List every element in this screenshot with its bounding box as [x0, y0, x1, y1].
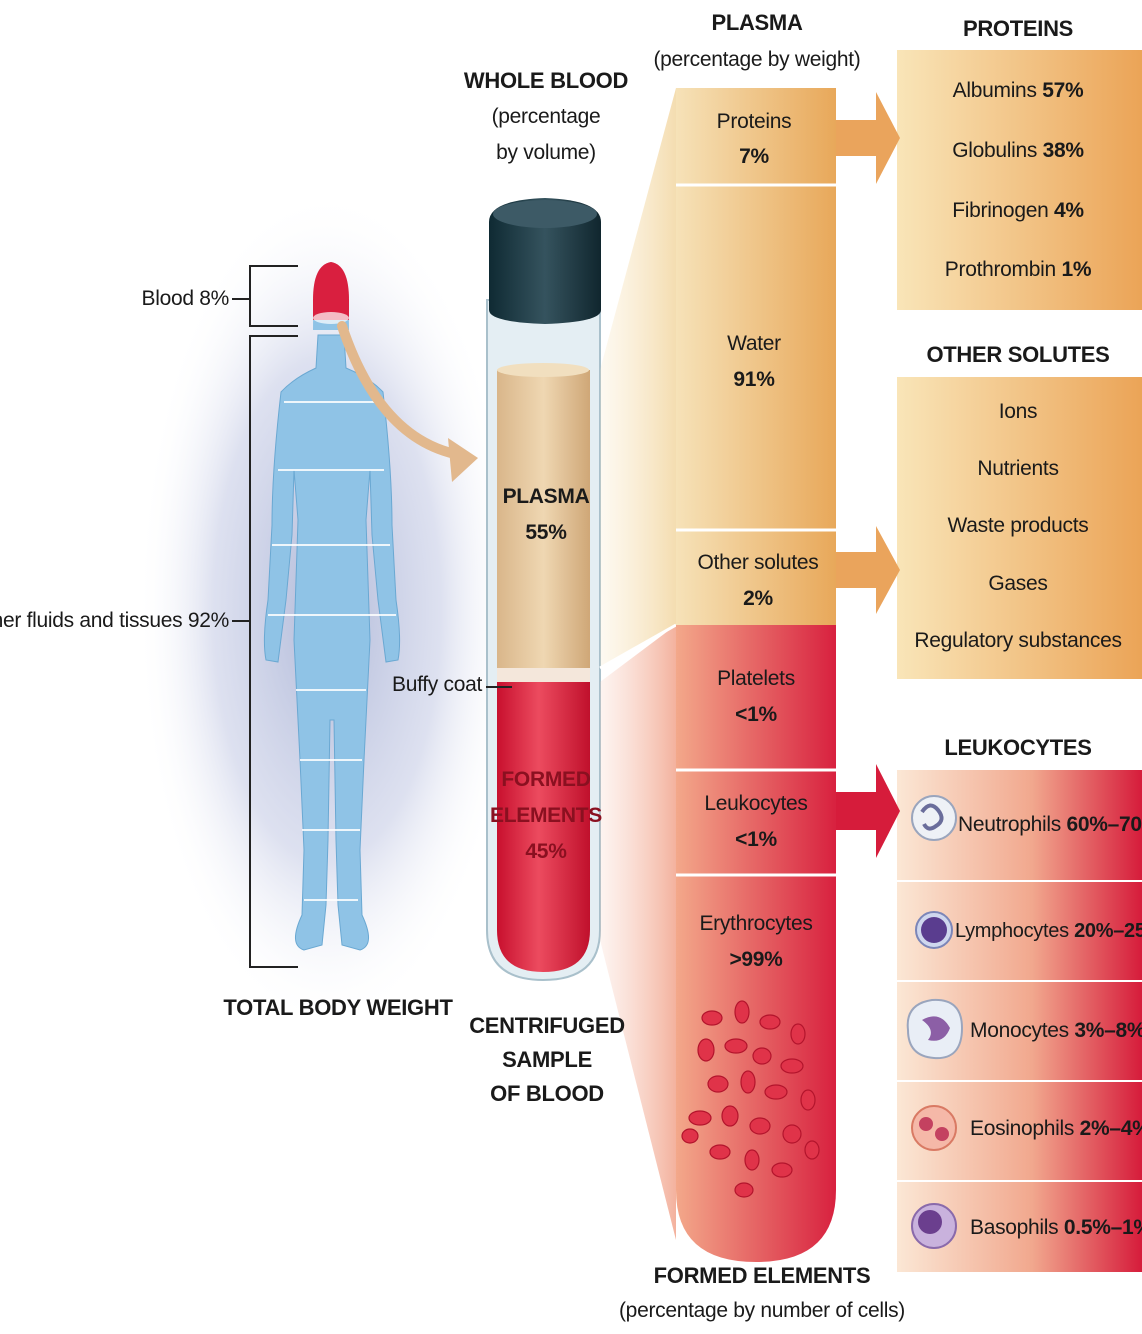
other-solutes-title: OTHER SOLUTES [926, 342, 1109, 368]
formed-platelets-label: Platelets [717, 667, 795, 691]
leukocyte-item-eosinophils: Eosinophils 2%–4% [970, 1117, 1142, 1141]
whole-blood-subtitle-2: by volume) [496, 141, 596, 165]
leukocyte-item-lymphocytes: Lymphocytes 20%–25% [955, 920, 1142, 943]
plasma-subtitle: (percentage by weight) [653, 48, 860, 72]
tube-plasma-value: 55% [525, 521, 566, 545]
leukocyte-item-basophils: Basophils 0.5%–1% [970, 1216, 1142, 1240]
tube-plasma-label: PLASMA [503, 485, 590, 509]
tube-formed-label-2: ELEMENTS [490, 804, 602, 828]
other-fluids-label: Other fluids and tissues 92% [0, 609, 229, 633]
protein-item-globulins: Globulins 38% [952, 139, 1084, 163]
centrifuged-caption-1: CENTRIFUGED [469, 1013, 625, 1039]
lymphocyte-icon [916, 912, 952, 948]
centrifuged-caption-3: OF BLOOD [490, 1081, 604, 1107]
protein-item-albumins: Albumins 57% [953, 79, 1084, 103]
whole-blood-subtitle-1: (percentage [492, 105, 601, 129]
plasma-water-label: Water [727, 332, 781, 356]
protein-item-prothrombin: Prothrombin 1% [945, 258, 1091, 282]
formed-elements-subtitle: (percentage by number of cells) [619, 1299, 905, 1323]
panel-arrows [836, 92, 900, 858]
formed-leukocytes-value: <1% [735, 828, 777, 852]
formed-leukocytes-label: Leukocytes [704, 792, 807, 816]
total-body-weight-caption: TOTAL BODY WEIGHT [223, 995, 452, 1021]
solute-item-nutrients: Nutrients [977, 457, 1058, 481]
neutrophil-icon [912, 796, 956, 840]
monocyte-icon [908, 1000, 962, 1058]
plasma-proteins-value: 7% [739, 145, 769, 169]
tube-formed-value: 45% [525, 840, 566, 864]
leukocyte-item-neutrophils: Neutrophils 60%–70% [958, 813, 1142, 837]
solute-item-gases: Gases [988, 572, 1047, 596]
centrifuged-caption-2: SAMPLE [502, 1047, 592, 1073]
buffy-coat-label: Buffy coat [392, 673, 482, 697]
formed-erythrocytes-label: Erythrocytes [699, 912, 812, 936]
tube-formed-label-1: FORMED [501, 768, 590, 792]
solute-item-regulatory: Regulatory substances [914, 629, 1121, 653]
leukocyte-item-monocytes: Monocytes 3%–8% [970, 1019, 1142, 1043]
buffy-coat-pointer [486, 686, 512, 688]
protein-item-fibrinogen: Fibrinogen 4% [952, 199, 1084, 223]
formed-elements-title: FORMED ELEMENTS [654, 1263, 871, 1289]
blood-percent-label: Blood 8% [142, 287, 230, 311]
eosinophil-icon [912, 1106, 956, 1150]
solute-item-ions: Ions [999, 400, 1038, 424]
formed-wedge [600, 625, 676, 1240]
plasma-water-value: 91% [733, 368, 774, 392]
proteins-title: PROTEINS [963, 16, 1073, 42]
plasma-solutes-value: 2% [743, 587, 773, 611]
plasma-wedge [600, 88, 676, 668]
plasma-solutes-label: Other solutes [698, 551, 819, 575]
plasma-proteins-label: Proteins [717, 110, 792, 134]
solute-item-waste: Waste products [948, 514, 1089, 538]
leukocytes-title: LEUKOCYTES [944, 735, 1091, 761]
plasma-title: PLASMA [711, 10, 802, 36]
basophil-icon [912, 1204, 956, 1248]
whole-blood-title: WHOLE BLOOD [464, 68, 628, 94]
formed-erythrocytes-value: >99% [729, 948, 782, 972]
formed-platelets-value: <1% [735, 703, 777, 727]
